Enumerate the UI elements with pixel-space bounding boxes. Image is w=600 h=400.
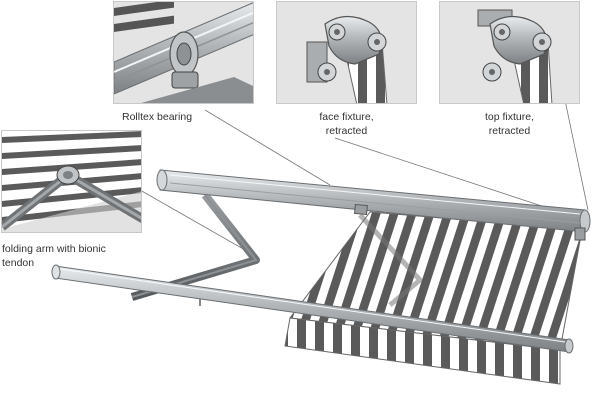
awning-valance [284, 317, 561, 385]
label-folding-arm-line2: tendon [2, 257, 35, 269]
label-top-fixture: top fixture, retracted [439, 110, 580, 138]
inset-folding-arm [1, 130, 142, 233]
label-rolltex-bearing: Rolltex bearing [122, 111, 193, 123]
inset-rolltex-bearing [113, 1, 254, 104]
inset-top-fixture [439, 1, 580, 104]
label-face-fixture: face fixture, retracted [276, 110, 417, 138]
label-folding-arm: folding arm with bionic tendon [2, 242, 106, 270]
label-face-fixture-line2: retracted [325, 125, 368, 137]
leader-lines [139, 99, 589, 251]
inset-face-fixture [276, 1, 417, 104]
label-top-fixture-line1: top fixture, [484, 111, 535, 123]
awning-cassette [156, 169, 591, 241]
front-bar [51, 264, 574, 354]
label-face-fixture-line1: face fixture, [319, 111, 374, 123]
label-folding-arm-line1: folding arm with bionic [2, 243, 106, 255]
label-top-fixture-line2: retracted [488, 125, 531, 137]
